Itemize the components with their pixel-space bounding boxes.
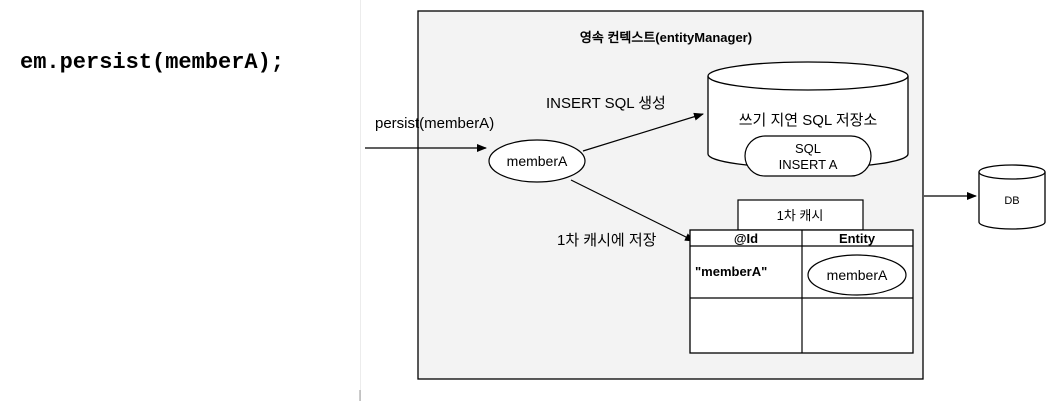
store-cache-arrow: [570, 179, 695, 242]
persist-call-label: persist(memberA): [375, 115, 494, 132]
sql-store-title: 쓰기 지연 SQL 저장소: [739, 112, 878, 129]
cache-row-entity: memberA: [827, 267, 888, 283]
persistence-context-title: 영속 컨텍스트(entityManager): [580, 30, 752, 45]
store-cache-label: 1차 캐시에 저장: [557, 232, 657, 249]
sql-store-item-line2: INSERT A: [779, 157, 838, 172]
cache-title: 1차 캐시: [777, 208, 824, 223]
member-entity: [488, 139, 586, 183]
insert-sql-label: INSERT SQL 생성: [546, 95, 666, 112]
insert-sql-arrow: [582, 112, 704, 152]
db-label: DB: [1004, 195, 1019, 207]
db-cylinder: [978, 172, 1046, 230]
code-statement: em.persist(memberA);: [20, 50, 285, 75]
cache-title-box: [737, 199, 864, 231]
cache-row-id: "memberA": [695, 264, 767, 279]
member-entity-label: memberA: [507, 153, 568, 169]
sql-store-item: [744, 135, 872, 177]
sql-store-item-line1: SQL: [795, 141, 821, 156]
cache-header-entity: Entity: [839, 231, 876, 246]
db-cylinder-top: [978, 164, 1046, 180]
code-panel: em.persist(memberA);: [0, 0, 360, 401]
sql-store-cylinder-top: [707, 61, 909, 91]
cache-header-id: @Id: [734, 231, 758, 246]
cache-row-entity-ellipse: [807, 254, 907, 296]
